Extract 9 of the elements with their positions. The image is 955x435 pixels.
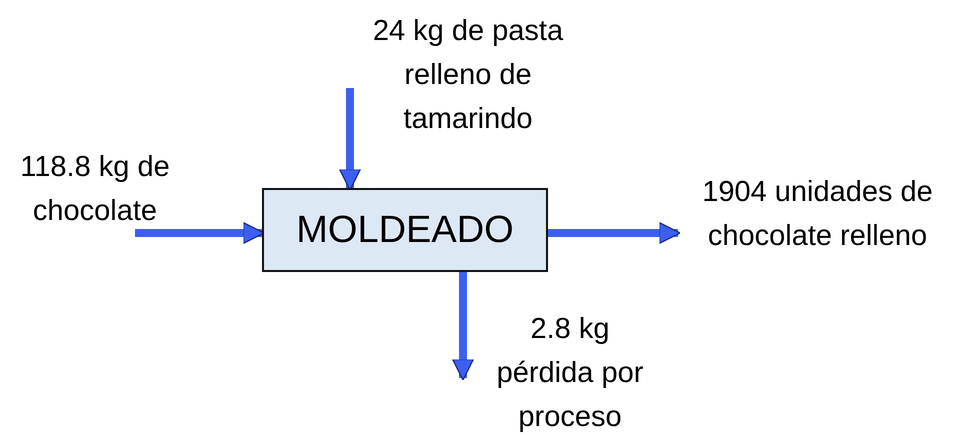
process-box — [262, 188, 548, 272]
flow-label: 2.8 kg pérdida por proceso — [496, 312, 644, 435]
flow-label: 1904 unidades de chocolate relleno — [701, 175, 934, 254]
arrow — [338, 88, 362, 191]
arrow — [452, 272, 474, 381]
arrow — [548, 222, 681, 244]
process-title: MOLDEADO — [296, 208, 514, 252]
flow-label: 118.8 kg de chocolate — [19, 150, 171, 229]
flow-label: 24 kg de pasta relleno de tamarindo — [372, 14, 564, 137]
